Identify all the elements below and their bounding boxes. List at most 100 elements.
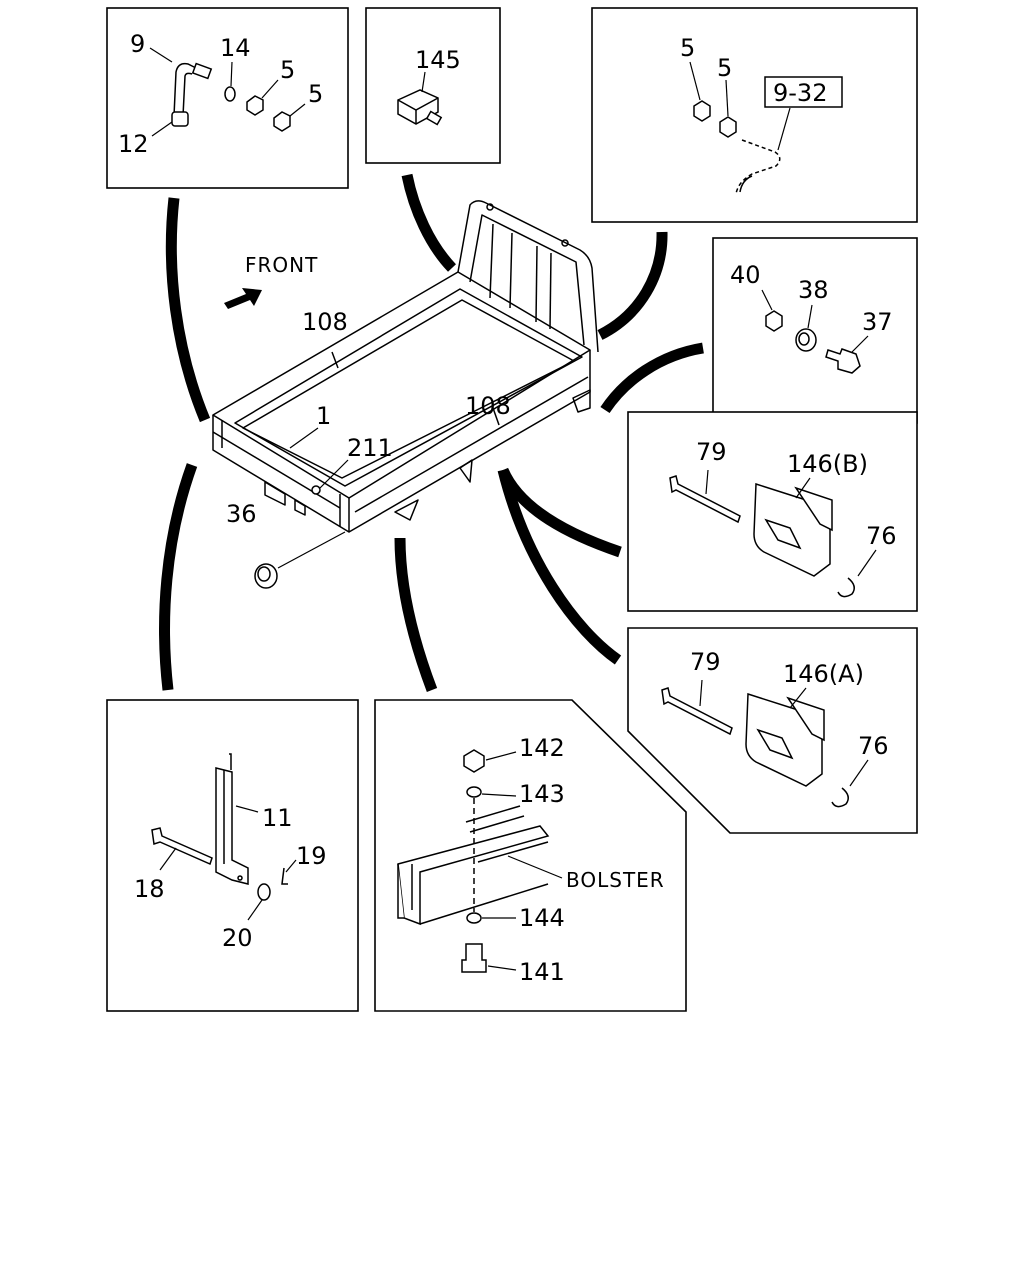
underside-bracket-2 [294, 499, 306, 516]
panel-tr-leaders [689, 61, 791, 151]
leader-12 [151, 121, 173, 137]
label-1: 1 [316, 402, 331, 430]
arc-top-left [165, 197, 211, 423]
headboard-slat-3 [535, 245, 538, 323]
arc-bottom-left [159, 463, 198, 691]
label-145: 145 [415, 46, 461, 74]
leader-20 [247, 899, 263, 921]
underside-bracket-1 [264, 481, 286, 506]
bolt-18-icon [151, 827, 213, 866]
washer-144-icon [466, 912, 482, 924]
bolt-37-icon [825, 348, 861, 374]
leader-1 [289, 427, 319, 449]
bolster-label: BOLSTER [566, 868, 665, 892]
arc-bottom-center [394, 537, 438, 692]
hinge-146a-slot [756, 728, 794, 760]
leader-79-b [705, 469, 709, 495]
leader-76-b [857, 549, 877, 577]
pipe-fitting [191, 62, 213, 80]
panel-bl-leaders [159, 805, 297, 921]
leader-146a [789, 687, 807, 709]
label-76-a: 76 [858, 732, 889, 760]
headboard-inner [469, 214, 585, 346]
panel-tr-parts [693, 100, 781, 195]
clip-76-a-icon [831, 787, 849, 808]
cushion-part [254, 563, 278, 589]
label-143: 143 [519, 780, 565, 808]
panel-r1-parts [765, 310, 861, 374]
body-wall-line-3 [354, 376, 589, 513]
panel-r3-parts [661, 687, 849, 808]
bolt-211-icon [311, 485, 321, 495]
bolster-line-2 [469, 815, 525, 833]
stay-11-tab [229, 753, 232, 770]
cushion-inner [257, 566, 271, 582]
ref-box-label: 9-32 [773, 79, 827, 107]
nut-40-icon [765, 310, 783, 332]
label-146b: 146(B) [787, 450, 868, 478]
headboard-knob-2 [561, 239, 569, 247]
leader-141 [487, 965, 517, 971]
nut-5a-icon [246, 95, 264, 116]
label-14: 14 [220, 34, 251, 62]
nut-tr-a-icon [693, 100, 711, 122]
valve-145-part [397, 89, 443, 126]
label-11: 11 [262, 804, 293, 832]
label-211: 211 [347, 434, 393, 462]
label-79-b: 79 [696, 438, 727, 466]
leader-tr-5a [689, 61, 701, 101]
nut-tr-b-icon [719, 116, 737, 138]
arc-top-right [597, 231, 668, 340]
label-108-a: 108 [302, 308, 348, 336]
callout-arcs [159, 173, 704, 692]
label-79-a: 79 [690, 648, 721, 676]
leader-tr-5b [725, 79, 729, 117]
panel-bottom-center [374, 699, 687, 1012]
leader-145 [421, 71, 426, 93]
label-38: 38 [798, 276, 829, 304]
panel-tl-leaders [149, 47, 306, 137]
label-19: 19 [296, 842, 327, 870]
underside-bracket-4 [459, 459, 473, 483]
panel-r2-leaders [705, 469, 877, 577]
leader-38 [807, 304, 813, 329]
arc-top-center [401, 173, 457, 272]
bolster-top [397, 864, 404, 919]
panel-r3-leaders [699, 679, 869, 787]
leader-142 [485, 751, 517, 761]
headboard-knob-1 [486, 203, 494, 211]
arc-right-low [497, 468, 622, 665]
leader-18 [159, 847, 177, 871]
body-inner-rim [234, 288, 583, 487]
pin-79-a-icon [661, 687, 733, 736]
panel-r2-parts [669, 475, 855, 598]
bushing-38-inner [798, 332, 810, 346]
label-146a: 146(A) [783, 660, 864, 688]
front-arrow-icon [224, 288, 262, 309]
ref-box [764, 76, 843, 108]
panel-frames [106, 7, 918, 1012]
bolster-face [419, 883, 549, 925]
panel-bl-parts [151, 753, 288, 901]
clip-76-b-icon [837, 577, 855, 598]
panel-top-right [591, 7, 918, 223]
label-18: 18 [134, 875, 165, 903]
label-76-b: 76 [866, 522, 897, 550]
label-tr-5b: 5 [717, 54, 732, 82]
pipe-tr-bend [739, 175, 753, 193]
pin-19-icon [281, 867, 288, 885]
leader-5b [289, 103, 306, 117]
washer-14-icon [224, 86, 236, 102]
leader-14 [230, 61, 233, 87]
leader-143 [481, 793, 517, 797]
headboard-slat-2 [509, 232, 513, 309]
leader-9 [149, 47, 173, 63]
leader-11 [235, 805, 259, 813]
front-arrow: FRONT [224, 253, 317, 309]
pin-79-b-icon [669, 475, 741, 524]
label-12: 12 [118, 130, 149, 158]
leader-79-a [699, 679, 703, 707]
label-5b: 5 [308, 80, 323, 108]
washer-20-icon [257, 883, 271, 901]
panel-right-1 [712, 237, 918, 424]
